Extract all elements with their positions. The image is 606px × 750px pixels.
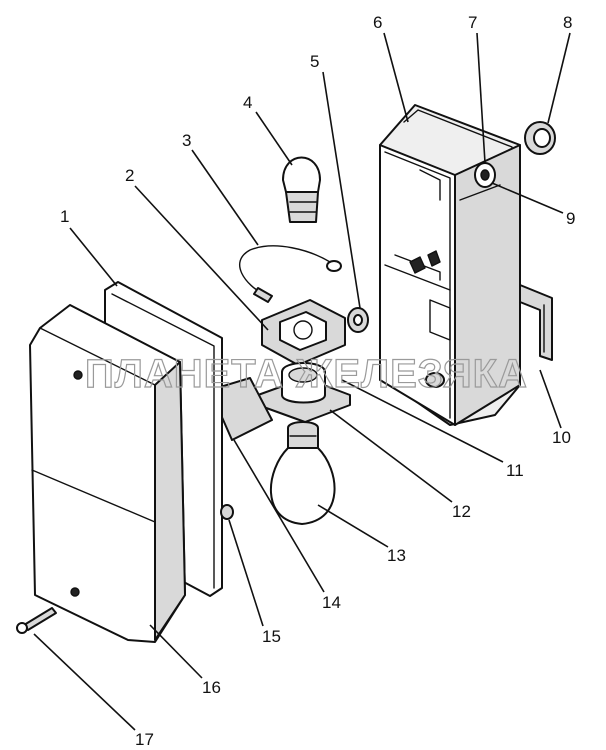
callout-17: 17 [135, 730, 154, 749]
screw [16, 607, 57, 634]
small-nut [220, 504, 234, 520]
small-bulb [282, 156, 321, 223]
callout-5: 5 [310, 52, 319, 71]
bulb-holder-lower [257, 362, 351, 423]
lens-housing [29, 304, 186, 643]
callout-7: 7 [468, 13, 477, 32]
callout-3: 3 [182, 131, 191, 150]
washer [347, 307, 369, 333]
callout-10: 10 [552, 428, 571, 447]
mounting-bracket [519, 284, 553, 361]
callout-6: 6 [373, 13, 382, 32]
callout-15: 15 [262, 627, 281, 646]
bulb-holder-upper [261, 299, 346, 366]
callout-2: 2 [125, 166, 134, 185]
ground-wire [238, 245, 342, 303]
watermark: ПЛАНЕТА ЖЕЛЕЗЯКА [85, 352, 528, 396]
grommet [524, 121, 556, 155]
leader-lines [33, 32, 571, 731]
callout-13: 13 [387, 546, 406, 565]
lamp-body [379, 104, 521, 426]
callout-16: 16 [202, 678, 221, 697]
reflector-plate [209, 377, 273, 441]
callout-12: 12 [452, 502, 471, 521]
callout-4: 4 [243, 93, 252, 112]
callout-11: 11 [506, 461, 524, 480]
callout-9: 9 [566, 209, 575, 228]
callout-8: 8 [563, 13, 572, 32]
callout-1: 1 [60, 207, 69, 226]
callouts: 1 2 3 4 5 6 7 8 9 10 11 12 13 14 15 16 1… [60, 13, 575, 749]
callout-14: 14 [322, 593, 341, 612]
